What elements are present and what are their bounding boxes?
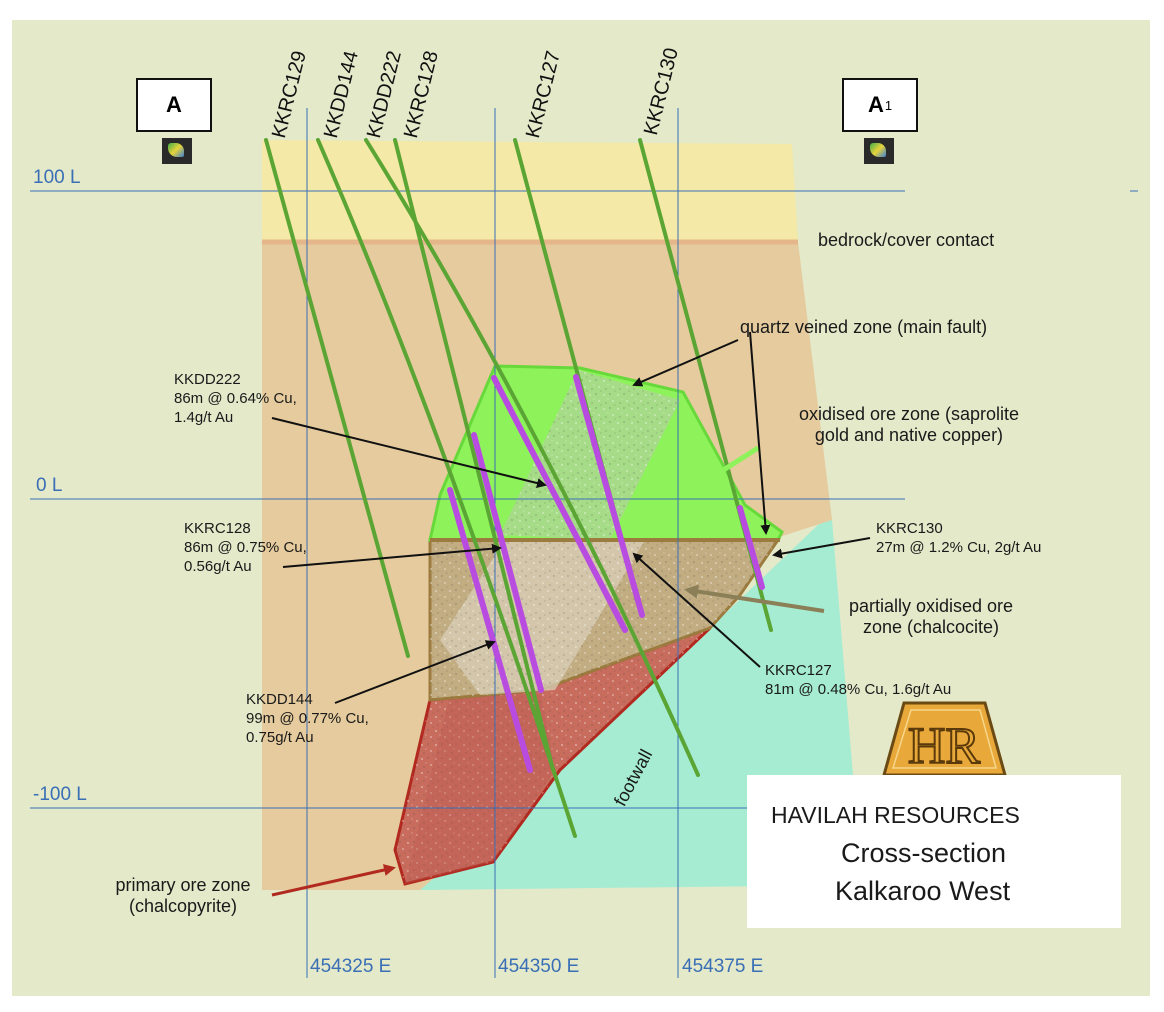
- level-label-100: 100 L: [33, 167, 81, 188]
- drill-trace-kkdd144: [316, 138, 577, 838]
- location-map-icon: [162, 138, 192, 164]
- arrow-kkdd144: [334, 640, 496, 704]
- drill-trace-kkrc128: [393, 138, 555, 772]
- zone-label-quartz: quartz veined zone (main fault): [740, 317, 988, 337]
- intercept-kkrc130: [737, 505, 765, 590]
- level-label-0: 0 L: [36, 475, 63, 496]
- level-label-minus-100: -100 L: [33, 784, 87, 805]
- arrow-kkrc128: [282, 543, 502, 568]
- arrow-kkrc130: [772, 537, 871, 559]
- easting-label-454350: 454350 E: [498, 956, 580, 977]
- drill-trace-kkrc129: [264, 138, 410, 658]
- arrow-primary: [271, 864, 396, 897]
- section-end-a1-label: A: [867, 92, 884, 117]
- zone-label-oxidised: oxidised ore zone (saprolite gold and na…: [798, 404, 1020, 445]
- intercept-kkdd144: [447, 487, 533, 773]
- arrow-quartz: [632, 339, 739, 387]
- location-map-icon: [864, 138, 894, 164]
- intercept-note-kkrc128: KKRC128 86m @ 0.75% Cu, 0.56g/t Au: [184, 520, 307, 575]
- easting-label-454325: 454325 E: [310, 956, 392, 977]
- zone-label-partial: partially oxidised ore zone (chalcocite): [848, 596, 1014, 637]
- arrow-kkdd222: [271, 417, 547, 488]
- arrow-kkrc127: [632, 552, 761, 668]
- arrow-partial: [684, 584, 825, 613]
- intercept-kkrc127: [573, 374, 645, 618]
- arrow-oxidised: [710, 445, 760, 479]
- easting-label-454375: 454375 E: [682, 956, 764, 977]
- company-name: HAVILAH RESOURCES: [771, 802, 1020, 828]
- quartz-veined-texture: [500, 370, 680, 540]
- annotation-arrows: [271, 331, 871, 897]
- section-end-a-label: A: [166, 92, 182, 117]
- zone-label-contact: bedrock/cover contact: [818, 230, 995, 250]
- havilah-logo-icon: HR: [882, 701, 1007, 777]
- intercepts: [447, 374, 765, 773]
- intercept-note-kkrc127: KKRC127 81m @ 0.48% Cu, 1.6g/t Au: [765, 662, 952, 698]
- arrow-kkrc130-oxidised: [749, 331, 771, 535]
- title-line-2: Kalkaroo West: [835, 876, 1011, 906]
- zone-label-primary: primary ore zone (chalcopyrite): [115, 875, 251, 916]
- title-block: HAVILAH RESOURCES Cross-section Kalkaroo…: [747, 775, 1121, 928]
- title-line-1: Cross-section: [841, 838, 1007, 868]
- intercept-note-kkdd144: KKDD144 99m @ 0.77% Cu, 0.75g/t Au: [246, 691, 369, 746]
- intercept-kkrc128: [471, 432, 544, 693]
- primary-ore-band: [405, 690, 555, 884]
- section-end-a1-superscript: 1: [884, 97, 893, 113]
- intercept-note-kkdd222: KKDD222 86m @ 0.64% Cu, 1.4g/t Au: [174, 371, 297, 426]
- section-end-a: A: [136, 78, 212, 132]
- intercept-note-kkrc130: KKRC130 27m @ 1.2% Cu, 2g/t Au: [876, 520, 1042, 556]
- primary-ore-texture: [395, 628, 710, 884]
- logo-letters: HR: [908, 718, 981, 775]
- intercept-kkdd222: [491, 375, 628, 633]
